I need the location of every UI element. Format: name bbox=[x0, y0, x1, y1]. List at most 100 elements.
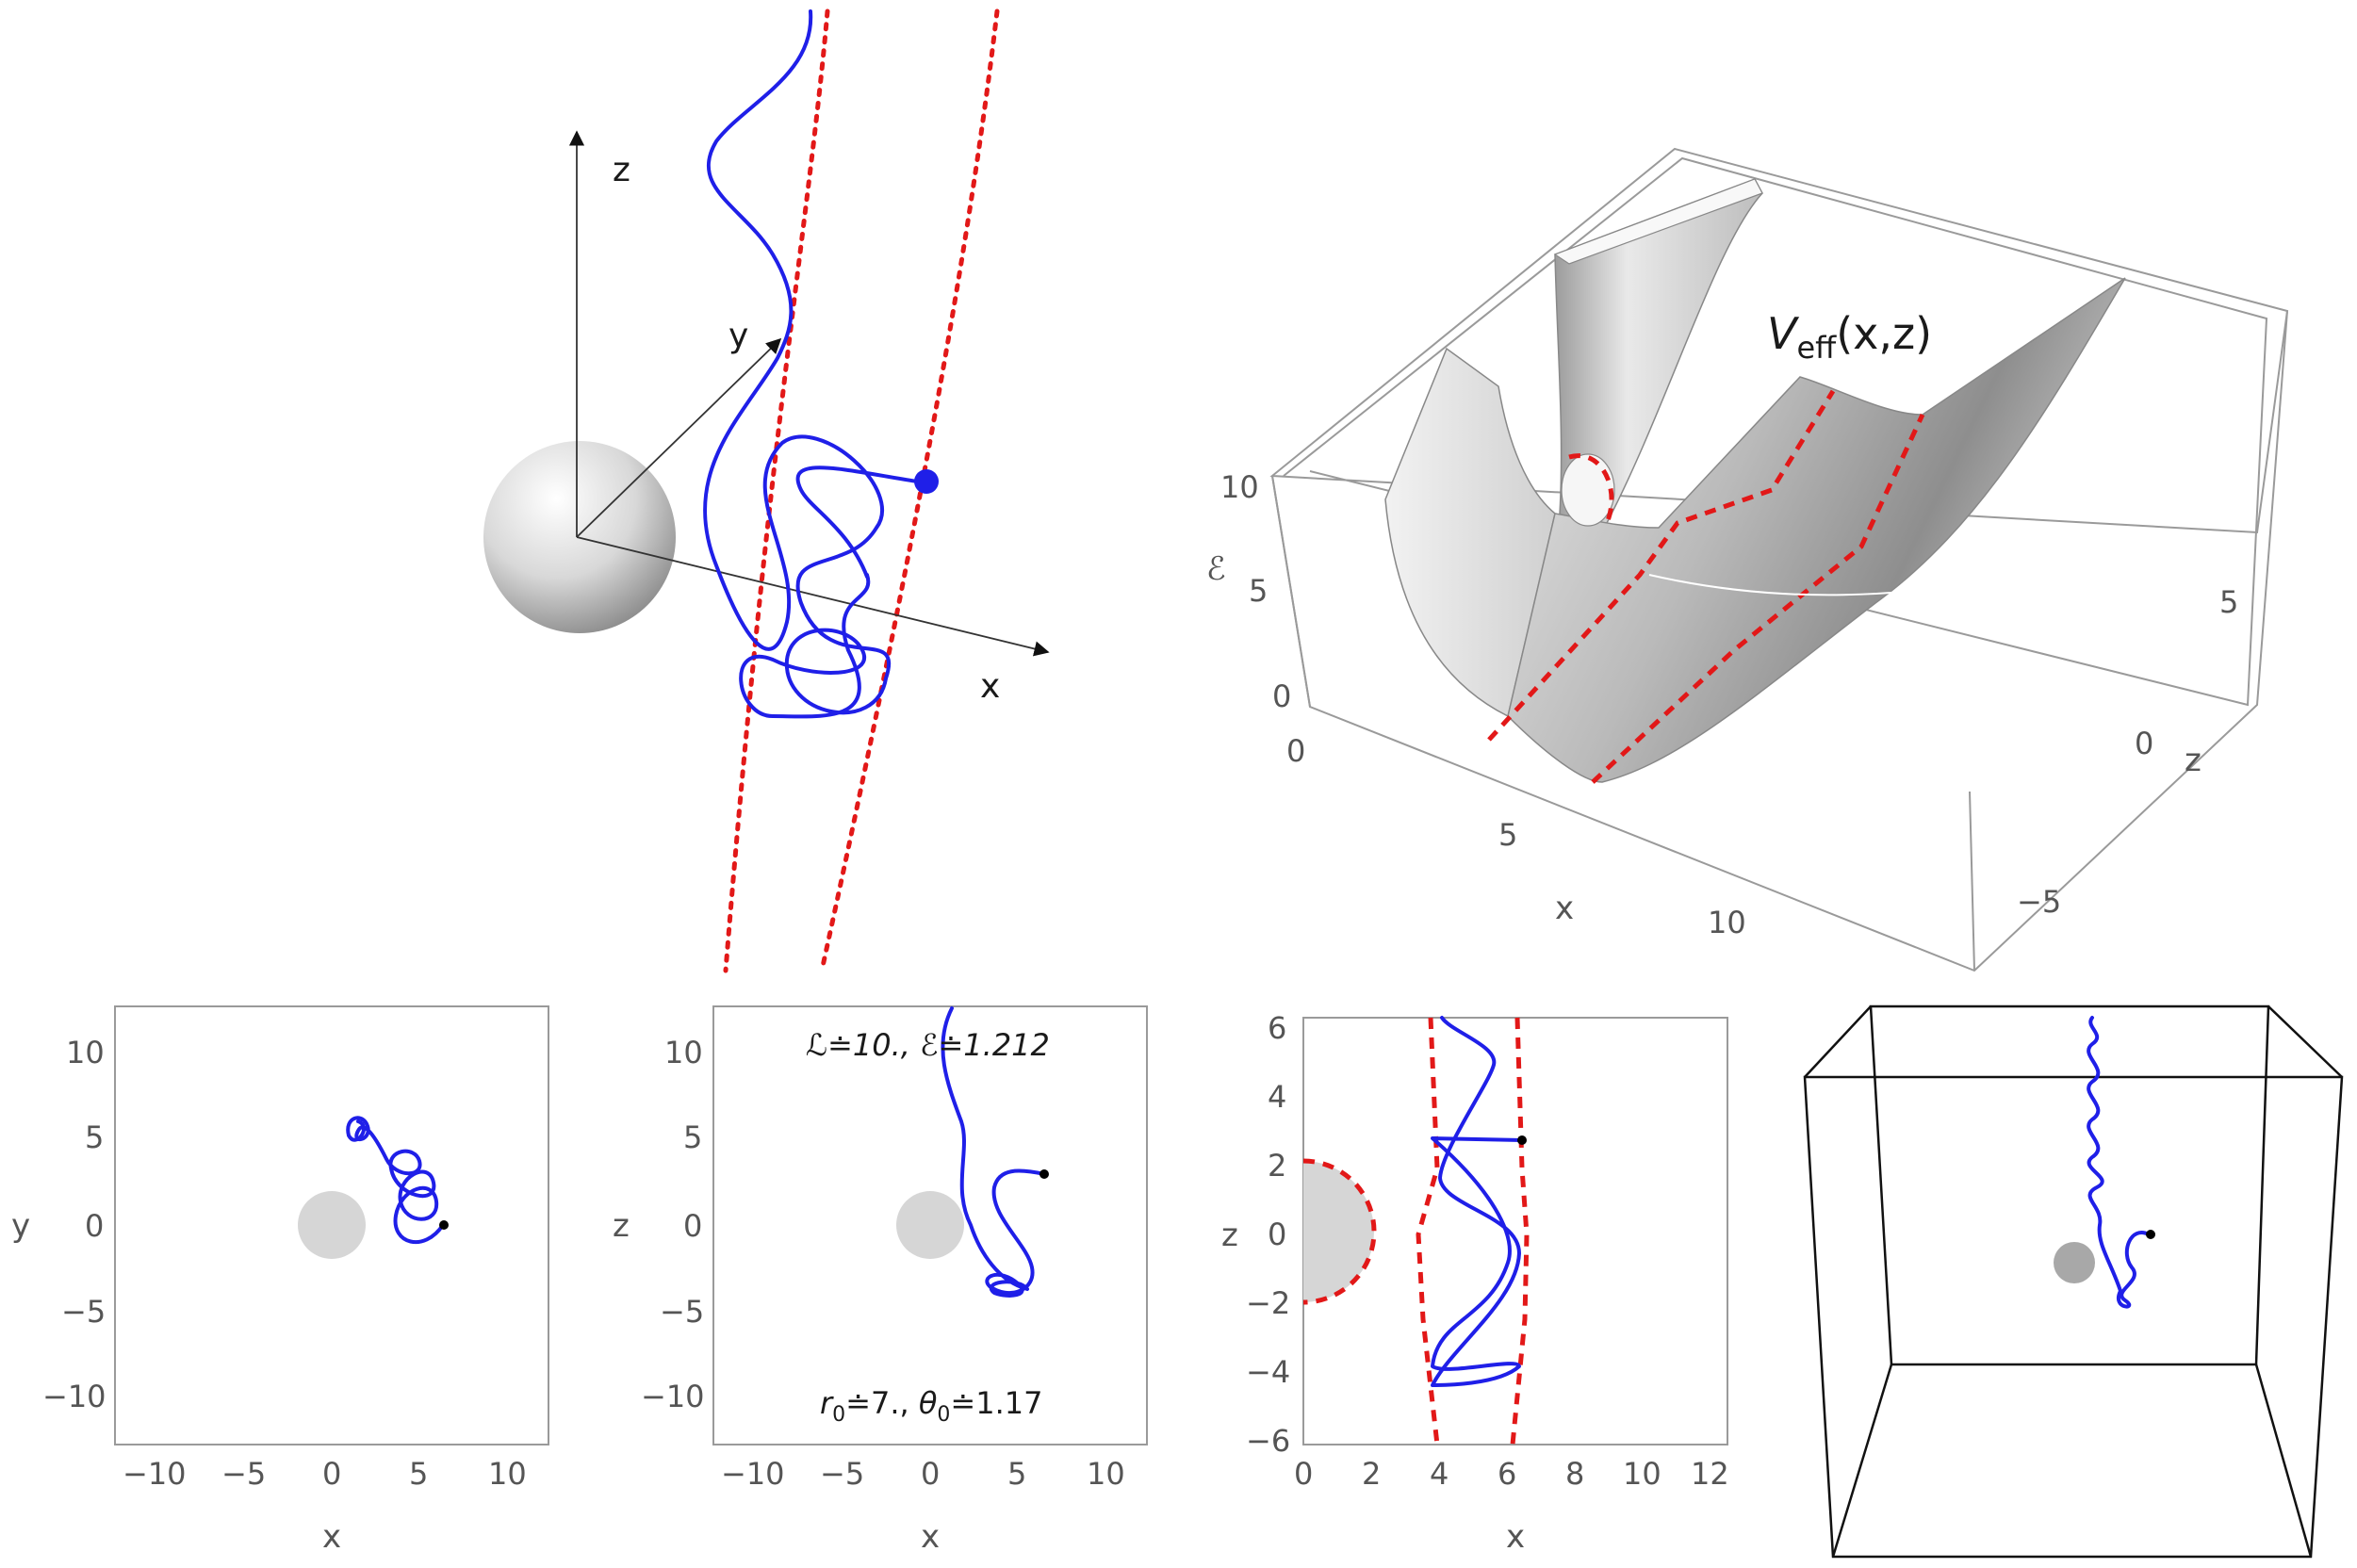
energy-axis-label: ℰ bbox=[1206, 550, 1226, 588]
mer-ytick-neg6: −6 bbox=[1246, 1423, 1290, 1459]
mer-ytick-6: 6 bbox=[1268, 1010, 1286, 1046]
xy-xtick-5: 5 bbox=[409, 1456, 428, 1492]
x-tick-0: 0 bbox=[1286, 733, 1305, 769]
box-edge-tr bbox=[2267, 1005, 2343, 1078]
xy-ytick-10: 10 bbox=[66, 1035, 105, 1070]
energy-tick-10: 10 bbox=[1220, 469, 1259, 505]
energy-tick-0: 0 bbox=[1272, 678, 1291, 714]
xy-trajectory bbox=[346, 1116, 445, 1244]
xz-xtick-neg10: −10 bbox=[721, 1456, 785, 1492]
param-r-val: ≐7., bbox=[845, 1385, 919, 1421]
xy-ytick-0: 0 bbox=[85, 1208, 104, 1244]
mer-ytick-4: 4 bbox=[1268, 1079, 1286, 1115]
mer-xlabel: x bbox=[1506, 1518, 1525, 1556]
mer-ytick-2: 2 bbox=[1268, 1148, 1286, 1184]
mer-xtick-10: 10 bbox=[1623, 1456, 1661, 1492]
hole-rim bbox=[1561, 453, 1615, 527]
veff-label: Veff(x,z) bbox=[1767, 308, 1932, 366]
x-axis-line bbox=[576, 536, 1050, 657]
box-edge-left bbox=[1271, 475, 1311, 708]
mer-black-hole bbox=[1303, 1161, 1374, 1302]
xz-ytick-neg5: −5 bbox=[660, 1294, 704, 1330]
param-r-sub: 0 bbox=[832, 1403, 845, 1427]
axis-label-y: y bbox=[728, 317, 748, 355]
xy-start-point bbox=[439, 1220, 449, 1230]
xy-xlabel: x bbox=[322, 1518, 341, 1556]
mer-xtick-4: 4 bbox=[1430, 1456, 1449, 1492]
xz-ytick-0: 0 bbox=[683, 1208, 702, 1244]
z-tick-0: 0 bbox=[2135, 726, 2153, 761]
mer-start-point bbox=[1517, 1135, 1527, 1145]
xz-params-bottom: r0≐7., θ0≐1.17 bbox=[820, 1385, 1042, 1427]
veff-sub: eff bbox=[1796, 330, 1837, 366]
xz-xtick-neg5: −5 bbox=[820, 1456, 864, 1492]
box-3d-panel bbox=[1803, 1004, 2344, 1559]
box-trajectory bbox=[2087, 1016, 2151, 1309]
xz-xtick-0: 0 bbox=[921, 1456, 940, 1492]
param-theta-sub: 0 bbox=[937, 1403, 950, 1427]
axis-label-x: x bbox=[980, 667, 1000, 706]
xy-black-hole bbox=[298, 1191, 366, 1259]
xy-xtick-0: 0 bbox=[322, 1456, 341, 1492]
veff-args: (x,z) bbox=[1836, 308, 1932, 359]
top-lip bbox=[1553, 178, 1763, 265]
param-theta: θ bbox=[919, 1385, 938, 1421]
orbit-3d-panel: z y x bbox=[483, 8, 1050, 973]
xy-projection-panel: 10 5 0 −5 −10 −10 −5 0 5 10 x y bbox=[11, 1005, 549, 1556]
xz-frame bbox=[712, 1005, 1148, 1446]
xy-xtick-neg5: −5 bbox=[221, 1456, 266, 1492]
hole-boundary bbox=[1568, 453, 1614, 524]
x-tick-5: 5 bbox=[1498, 817, 1517, 853]
potential-surface-panel: Veff(x,z) ℰ 10 5 0 0 5 10 x 5 0 −5 z bbox=[1206, 147, 2289, 972]
z-tick-5: 5 bbox=[2219, 584, 2238, 620]
xz-xtick-10: 10 bbox=[1087, 1456, 1125, 1492]
mer-boundary-inner bbox=[1416, 1017, 1440, 1446]
meridional-panel: 6 4 2 0 −2 −4 −6 0 2 4 6 8 10 12 x z bbox=[1221, 1010, 1729, 1556]
xy-xtick-10: 10 bbox=[488, 1456, 527, 1492]
z-axis-label-surface: z bbox=[2185, 742, 2202, 779]
box-edge-br bbox=[2254, 1364, 2313, 1558]
xy-ytick-neg10: −10 bbox=[42, 1379, 106, 1414]
mer-ytick-neg4: −4 bbox=[1246, 1354, 1290, 1390]
box-edge-tl bbox=[1804, 1005, 1872, 1078]
mer-ytick-neg2: −2 bbox=[1246, 1285, 1290, 1321]
xy-ylabel: y bbox=[11, 1207, 30, 1245]
mer-horizon-boundary bbox=[1302, 1158, 1377, 1305]
boundary-outer-3d bbox=[819, 8, 1000, 973]
mer-trajectory bbox=[1431, 1016, 1524, 1387]
box-top-plane bbox=[1283, 156, 2268, 707]
xz-xtick-5: 5 bbox=[1007, 1456, 1026, 1492]
x-tick-10: 10 bbox=[1708, 905, 1746, 940]
start-point-3d bbox=[914, 469, 939, 494]
trajectory-3d-start bbox=[795, 466, 925, 579]
mer-xtick-2: 2 bbox=[1362, 1456, 1381, 1492]
param-r: r bbox=[820, 1385, 834, 1421]
xz-ytick-10: 10 bbox=[664, 1035, 703, 1070]
param-theta-val: ≐1.17 bbox=[950, 1385, 1042, 1421]
xz-ytick-neg10: −10 bbox=[641, 1379, 705, 1414]
xz-trajectory bbox=[941, 1006, 1046, 1298]
mer-xtick-8: 8 bbox=[1565, 1456, 1584, 1492]
box-start-point bbox=[2146, 1230, 2155, 1239]
xz-start-point bbox=[1039, 1169, 1049, 1179]
box-front-face bbox=[1803, 1075, 2344, 1559]
xz-projection-panel: ℒ≐10., ℰ≐1.212 r0≐7., θ0≐1.17 10 5 0 −5 … bbox=[613, 1005, 1148, 1556]
valley-surface bbox=[1507, 277, 2126, 783]
xz-params-top: ℒ≐10., ℰ≐1.212 bbox=[806, 1027, 1050, 1063]
veff-main: V bbox=[1767, 308, 1800, 359]
boundary-inner-surface bbox=[1487, 389, 1836, 742]
xz-black-hole bbox=[896, 1191, 964, 1259]
energy-tick-5: 5 bbox=[1249, 573, 1268, 609]
box-black-hole bbox=[2054, 1242, 2095, 1283]
boundary-inner-3d bbox=[723, 8, 830, 973]
xy-ytick-neg5: −5 bbox=[61, 1294, 106, 1330]
trajectory-3d bbox=[703, 9, 892, 719]
xy-xtick-neg10: −10 bbox=[123, 1456, 187, 1492]
xy-frame bbox=[114, 1005, 549, 1446]
box-back-face bbox=[1869, 1004, 2270, 1366]
mer-xtick-12: 12 bbox=[1691, 1456, 1729, 1492]
xz-xlabel: x bbox=[921, 1518, 940, 1556]
mer-boundary-outer bbox=[1510, 1017, 1530, 1446]
mer-xtick-0: 0 bbox=[1294, 1456, 1313, 1492]
